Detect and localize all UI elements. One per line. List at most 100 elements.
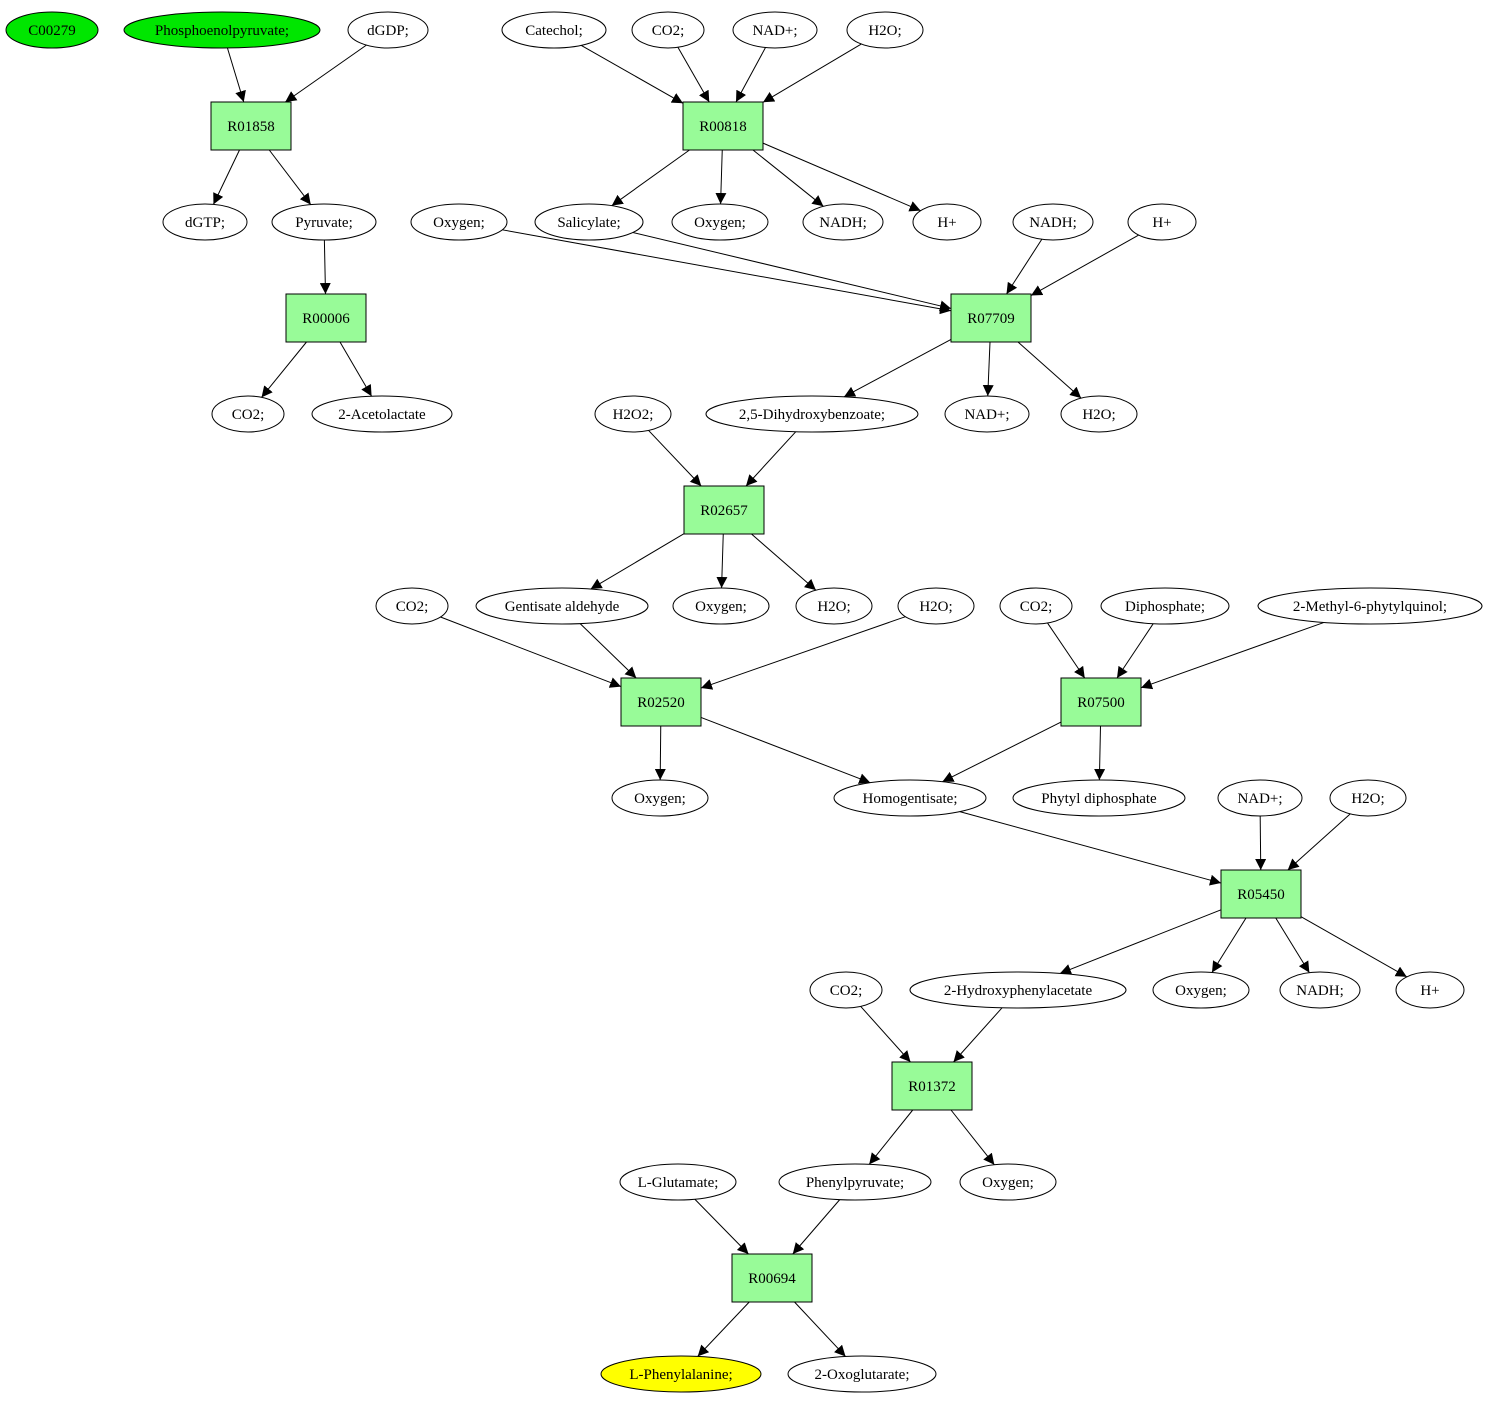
reaction-box bbox=[731, 1253, 813, 1303]
reaction-box bbox=[285, 293, 367, 343]
compound-node-h2o_b: H2O; bbox=[1060, 395, 1138, 433]
edge-co2_e-to-r01372 bbox=[860, 1006, 911, 1063]
compound-ellipse bbox=[897, 587, 975, 625]
compound-ellipse bbox=[1217, 779, 1303, 817]
compound-ellipse bbox=[1257, 587, 1483, 625]
node-label: CO2; bbox=[1020, 599, 1053, 615]
compound-ellipse bbox=[1100, 587, 1230, 625]
edges-layer bbox=[212, 43, 1408, 1357]
edge-r07500-to-homogentisate bbox=[942, 721, 1062, 783]
compound-node-hplus_a: H+ bbox=[912, 203, 982, 241]
reaction-node-r02657: R02657 bbox=[683, 485, 765, 535]
node-label: Oxygen; bbox=[634, 791, 686, 807]
node-label: Oxygen; bbox=[1175, 983, 1227, 999]
compound-node-co2_a: CO2; bbox=[631, 11, 705, 49]
edge-r00818-to-nadh_a bbox=[752, 149, 824, 207]
reaction-box bbox=[1220, 869, 1302, 919]
compound-ellipse bbox=[999, 587, 1073, 625]
compound-ellipse bbox=[1152, 971, 1250, 1009]
compound-node-nadh_b: NADH; bbox=[1012, 203, 1094, 241]
edge-phenylpyruvate-to-r00694 bbox=[792, 1199, 841, 1255]
compound-ellipse bbox=[672, 587, 770, 625]
compound-node-oxygen_d: Oxygen; bbox=[611, 779, 709, 817]
node-label: NAD+; bbox=[1237, 791, 1282, 807]
compound-ellipse bbox=[959, 1163, 1057, 1201]
reaction-box bbox=[620, 677, 702, 727]
edge-r02657-to-h2o_c bbox=[751, 533, 817, 591]
compound-ellipse bbox=[600, 1355, 762, 1393]
compound-node-c00279: C00279 bbox=[5, 11, 99, 49]
node-label: L-Glutamate; bbox=[638, 1175, 719, 1191]
reaction-box bbox=[891, 1061, 973, 1111]
reaction-box bbox=[950, 293, 1032, 343]
reaction-node-r07500: R07500 bbox=[1060, 677, 1142, 727]
compound-ellipse bbox=[795, 587, 873, 625]
compound-ellipse bbox=[909, 971, 1127, 1009]
edge-r07709-to-h2o_b bbox=[1017, 341, 1082, 399]
edge-r02657-to-oxygen_c bbox=[716, 533, 728, 589]
edge-r05450-to-oxygen_e bbox=[1211, 917, 1247, 973]
node-label: Oxygen; bbox=[694, 215, 746, 231]
compound-ellipse bbox=[311, 395, 453, 433]
node-label: CO2; bbox=[652, 23, 685, 39]
node-label: NADH; bbox=[819, 215, 867, 231]
compound-ellipse bbox=[833, 779, 987, 817]
compound-ellipse bbox=[1060, 395, 1138, 433]
compound-node-homogentisate: Homogentisate; bbox=[833, 779, 987, 817]
compound-ellipse bbox=[671, 203, 769, 241]
reaction-node-r00006: R00006 bbox=[285, 293, 367, 343]
node-label: R07709 bbox=[967, 311, 1015, 327]
edge-homogentisate-to-r05450 bbox=[959, 811, 1222, 886]
edge-gentisald-to-r02520 bbox=[579, 623, 637, 679]
reaction-node-r01372: R01372 bbox=[891, 1061, 973, 1111]
compound-ellipse bbox=[944, 395, 1030, 433]
node-label: Salicylate; bbox=[557, 215, 620, 231]
node-label: 2,5-Dihydroxybenzoate; bbox=[739, 407, 885, 423]
compound-ellipse bbox=[162, 203, 248, 241]
edge-r00818-to-salicylate bbox=[611, 149, 690, 207]
compound-ellipse bbox=[123, 11, 321, 49]
reaction-node-r01858: R01858 bbox=[210, 101, 292, 151]
node-label: H2O2; bbox=[613, 407, 654, 423]
edge-h2o_e-to-r05450 bbox=[1287, 813, 1351, 871]
compound-node-phenylpyruvate: Phenylpyruvate; bbox=[778, 1163, 932, 1201]
node-label: H2O; bbox=[868, 23, 901, 39]
edge-dhb-to-r02657 bbox=[745, 431, 797, 487]
compound-node-co2_c: CO2; bbox=[375, 587, 449, 625]
edge-r07709-to-nadp_b bbox=[982, 341, 994, 397]
edge-salicylate-to-r07709 bbox=[632, 231, 952, 312]
node-label: Pyruvate; bbox=[295, 215, 353, 231]
edge-r00006-to-co2_b bbox=[261, 341, 307, 398]
compound-node-co2_b: CO2; bbox=[211, 395, 285, 433]
reaction-node-r00694: R00694 bbox=[731, 1253, 813, 1303]
compound-node-catechol: Catechol; bbox=[501, 11, 607, 49]
compound-ellipse bbox=[271, 203, 377, 241]
node-label: NAD+; bbox=[964, 407, 1009, 423]
compound-ellipse bbox=[501, 11, 607, 49]
edge-catechol-to-r00818 bbox=[580, 44, 684, 104]
node-label: Oxygen; bbox=[433, 215, 485, 231]
edge-mpq-to-r07500 bbox=[1140, 621, 1325, 690]
compound-node-nadp_a: NAD+; bbox=[732, 11, 818, 49]
compound-ellipse bbox=[475, 587, 649, 625]
edge-r00006-to-acetolactate bbox=[339, 341, 373, 397]
compound-node-h2o_d: H2O; bbox=[897, 587, 975, 625]
node-label: H2O; bbox=[919, 599, 952, 615]
compound-node-glutamate: L-Glutamate; bbox=[619, 1163, 737, 1201]
node-label: R00818 bbox=[699, 119, 747, 135]
node-label: R01372 bbox=[908, 1079, 956, 1095]
node-label: Oxygen; bbox=[695, 599, 747, 615]
node-label: C00279 bbox=[28, 23, 76, 39]
reaction-box bbox=[683, 485, 765, 535]
edge-r02657-to-gentisald bbox=[590, 533, 685, 590]
reaction-box bbox=[682, 101, 764, 151]
edge-r07500-to-phytyldp bbox=[1094, 725, 1106, 781]
edge-dgdp-to-r01858 bbox=[284, 44, 367, 103]
node-label: H+ bbox=[1420, 983, 1439, 999]
edge-h2o_a-to-r00818 bbox=[762, 43, 862, 103]
compound-ellipse bbox=[347, 11, 429, 49]
compound-node-hplus_c: H+ bbox=[1395, 971, 1465, 1009]
reaction-box bbox=[210, 101, 292, 151]
compound-node-diphosphate: Diphosphate; bbox=[1100, 587, 1230, 625]
